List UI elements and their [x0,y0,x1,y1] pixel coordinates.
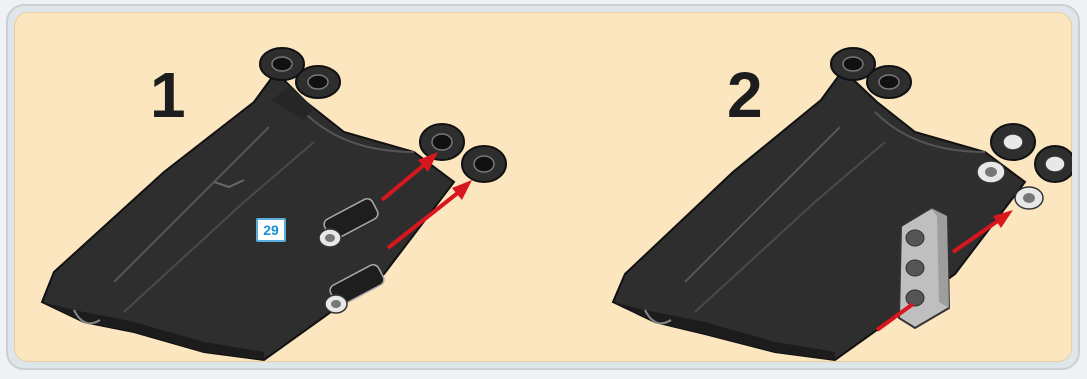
step-2: 2 [543,12,1072,362]
step-2-illustration [543,12,1072,362]
instruction-panel: 1 [14,12,1072,362]
instruction-frame: 1 [6,4,1080,370]
step-1-illustration [14,12,543,362]
plate-icon [42,48,506,360]
step-1: 1 [14,12,543,362]
plate-icon [613,48,1072,360]
part-count-badge: 29 [256,218,286,242]
